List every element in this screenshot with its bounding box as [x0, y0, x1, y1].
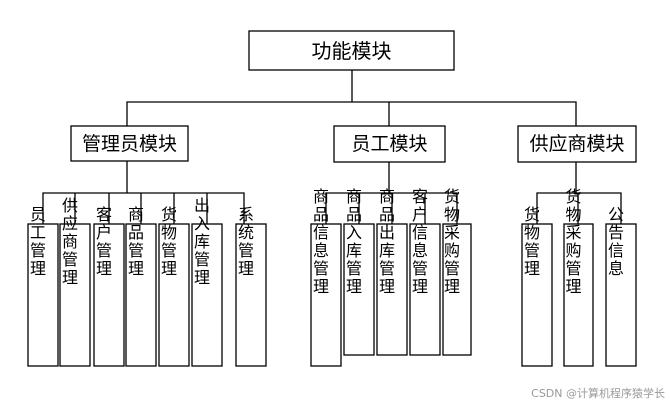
leaf-label: 商品出库管理: [376, 188, 395, 296]
leaf-node-staff-5: 货物采购管理: [441, 188, 472, 356]
group-node-supplier: 供应商模块: [517, 125, 637, 163]
root-node: 功能模块: [248, 30, 455, 71]
leaf-nodes: 员工管理供应商管理客户管理商品管理货物管理出入库管理系统管理商品信息管理商品入库…: [27, 188, 637, 367]
leaf-node-admin-2: 供应商管理: [59, 197, 91, 367]
leaf-node-supplier-3: 公告信息: [605, 206, 637, 367]
connector-lines: [42, 70, 622, 224]
leaf-node-staff-1: 商品信息管理: [310, 188, 342, 367]
leaf-node-supplier-1: 货物管理: [521, 206, 553, 367]
group-node-staff: 员工模块: [333, 125, 446, 163]
leaf-label: 员工管理: [27, 206, 46, 278]
root-label: 功能模块: [312, 39, 392, 63]
leaf-label: 货物采购管理: [563, 188, 582, 296]
leaf-label: 商品信息管理: [310, 188, 329, 296]
group-label-admin: 管理员模块: [82, 133, 177, 155]
leaf-label: 客户信息管理: [409, 188, 428, 296]
leaf-label: 商品管理: [125, 206, 144, 278]
leaf-label: 货物管理: [158, 206, 177, 278]
leaf-label: 客户管理: [93, 206, 112, 278]
leaf-label: 公告信息: [605, 206, 624, 278]
leaf-label: 货物管理: [521, 206, 540, 278]
leaf-node-admin-3: 客户管理: [93, 206, 125, 367]
leaf-node-staff-2: 商品入库管理: [343, 188, 375, 356]
leaf-node-supplier-2: 货物采购管理: [563, 188, 594, 367]
leaf-label: 货物采购管理: [441, 188, 460, 296]
leaf-node-admin-1: 员工管理: [27, 206, 59, 367]
leaf-node-admin-7: 系统管理: [235, 206, 267, 367]
leaf-node-admin-4: 商品管理: [125, 206, 157, 367]
leaf-label: 出入库管理: [191, 197, 210, 287]
leaf-node-staff-4: 客户信息管理: [409, 188, 441, 356]
group-label-supplier: 供应商模块: [529, 133, 624, 155]
leaf-node-staff-3: 商品出库管理: [376, 188, 408, 356]
leaf-label: 供应商管理: [59, 197, 78, 287]
group-label-staff: 员工模块: [351, 133, 427, 155]
leaf-label: 系统管理: [235, 206, 254, 278]
leaf-node-admin-5: 货物管理: [158, 206, 190, 367]
leaf-label: 商品入库管理: [343, 188, 362, 296]
group-node-admin: 管理员模块: [70, 125, 189, 162]
leaf-node-admin-6: 出入库管理: [191, 197, 223, 367]
csdn-watermark: CSDN @计算机程序猿学长: [531, 387, 665, 400]
